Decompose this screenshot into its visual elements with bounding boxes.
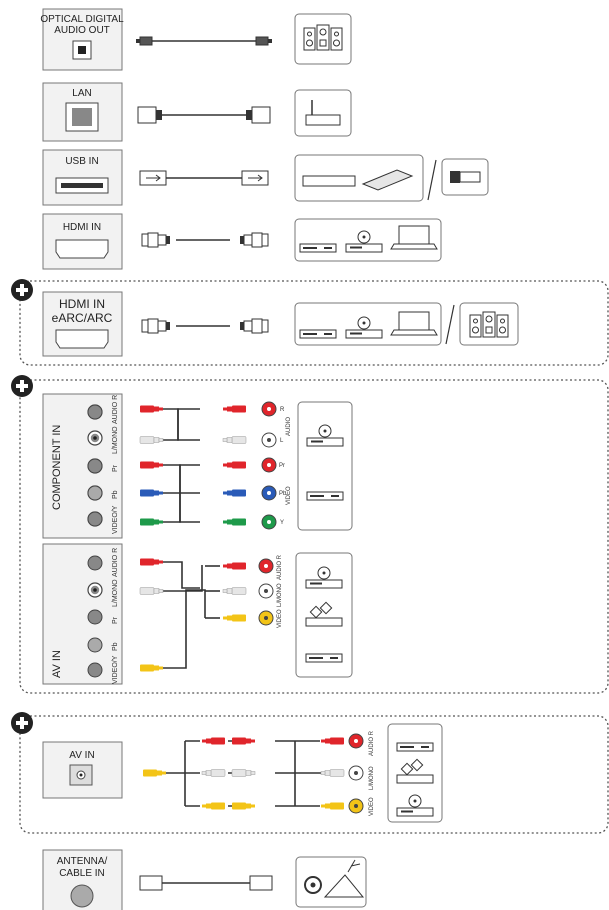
usb-cable	[139, 170, 269, 186]
av-in-dashed-frame	[19, 715, 609, 834]
av-in-device-jacks: AUDIO R L/MONO VIDEO	[348, 730, 375, 816]
router-device	[294, 89, 352, 137]
hdmi-earc-label-line1: HDMI IN	[59, 297, 105, 311]
component-av-section: COMPONENT IN AUDIO R L/MONO Pr Pb VIDEO/…	[11, 375, 609, 694]
external-storage-device	[294, 154, 424, 202]
av-in-section: AV IN AUDIO R L/MONO VIDEO	[11, 712, 609, 834]
svg-text:VIDEO: VIDEO	[369, 797, 375, 816]
speaker-icon	[303, 24, 343, 51]
router-icon	[305, 100, 341, 126]
component-label: COMPONENT IN	[51, 425, 63, 510]
usb-row: USB IN	[42, 149, 489, 206]
svg-text:R: R	[280, 407, 285, 413]
hdmi-earc-jack	[55, 329, 109, 349]
optical-label-line1: OPTICAL DIGITAL	[40, 14, 124, 25]
svg-text:AUDIO: AUDIO	[286, 417, 292, 436]
svg-text:VIDEO/Y: VIDEO/Y	[112, 505, 119, 534]
svg-text:L/MONO: L/MONO	[277, 583, 283, 607]
svg-text:Y: Y	[280, 520, 284, 526]
hdmi-label: HDMI IN	[63, 222, 101, 233]
set-top-box-icon	[306, 491, 344, 501]
svg-text:Pr: Pr	[279, 463, 285, 469]
lan-row: LAN	[42, 82, 352, 142]
svg-text:Pb: Pb	[279, 491, 287, 497]
component-device-jacks: R L AUDIO Pr Pb Y VIDEO	[261, 401, 292, 530]
vcr-icon	[305, 653, 343, 663]
svg-text:L: L	[280, 438, 284, 444]
av-port-panel	[42, 543, 123, 685]
optical-port-panel	[42, 8, 123, 71]
svg-text:VIDEO: VIDEO	[277, 609, 283, 628]
svg-text:Pb: Pb	[112, 490, 119, 499]
svg-text:Pr: Pr	[112, 616, 119, 624]
antenna-cable	[139, 875, 273, 891]
antenna-row: ANTENNA/ CABLE IN	[42, 849, 367, 910]
usb-label: USB IN	[65, 156, 98, 167]
av-device-jacks: AUDIO R L/MONO VIDEO	[258, 554, 283, 628]
plus-circle-icon	[11, 375, 33, 397]
external-hdd-icon	[302, 169, 414, 191]
component-dashed-frame	[19, 379, 609, 694]
svg-text:AUDIO R: AUDIO R	[369, 730, 375, 756]
hdmi-earc-label-line2: eARC/ARC	[52, 311, 113, 325]
svg-text:L/MONO: L/MONO	[112, 579, 119, 607]
usb-drive-icon	[450, 171, 481, 183]
component-port-panel	[42, 393, 123, 539]
optical-cable	[136, 36, 272, 46]
hdmi-cable	[141, 232, 269, 248]
set-top-box-icon	[299, 243, 337, 253]
hdmi-jack	[55, 239, 109, 259]
hdmi-earc-cable	[141, 318, 269, 334]
antenna-label-line2: CABLE IN	[59, 868, 105, 879]
optical-label-line2: AUDIO OUT	[54, 25, 110, 36]
svg-text:AUDIO R: AUDIO R	[277, 554, 283, 580]
av-in-cables	[143, 737, 345, 810]
antenna-jack	[70, 884, 94, 908]
component-devices	[297, 401, 353, 531]
plus-circle-icon	[11, 279, 33, 301]
svg-text:VIDEO: VIDEO	[286, 486, 292, 505]
svg-text:L/MONO: L/MONO	[112, 426, 119, 454]
lan-label: LAN	[72, 88, 91, 99]
component-cables	[139, 405, 247, 526]
svg-text:AUDIO R: AUDIO R	[112, 395, 119, 424]
earc-dashed-frame	[19, 280, 609, 366]
hdmi-earc-section: HDMI IN eARC/ARC	[11, 279, 609, 366]
svg-text:Pb: Pb	[112, 642, 119, 651]
vcr-icon	[396, 742, 434, 752]
plus-circle-icon	[11, 712, 33, 734]
antenna-house-icon	[304, 859, 365, 898]
svg-text:L/MONO: L/MONO	[369, 766, 375, 790]
hdmi-row: HDMI IN	[42, 213, 442, 270]
av-label: AV IN	[51, 650, 63, 678]
antenna-label-line1: ANTENNA/	[57, 856, 108, 867]
svg-text:AUDIO R: AUDIO R	[112, 548, 119, 577]
optical-row: OPTICAL DIGITAL AUDIO OUT	[40, 8, 352, 71]
av-in-label: AV IN	[69, 750, 94, 761]
av-cables	[139, 558, 247, 672]
svg-text:VIDEO/Y: VIDEO/Y	[112, 655, 119, 684]
lan-cable	[137, 106, 271, 124]
svg-text:Pr: Pr	[112, 464, 119, 472]
